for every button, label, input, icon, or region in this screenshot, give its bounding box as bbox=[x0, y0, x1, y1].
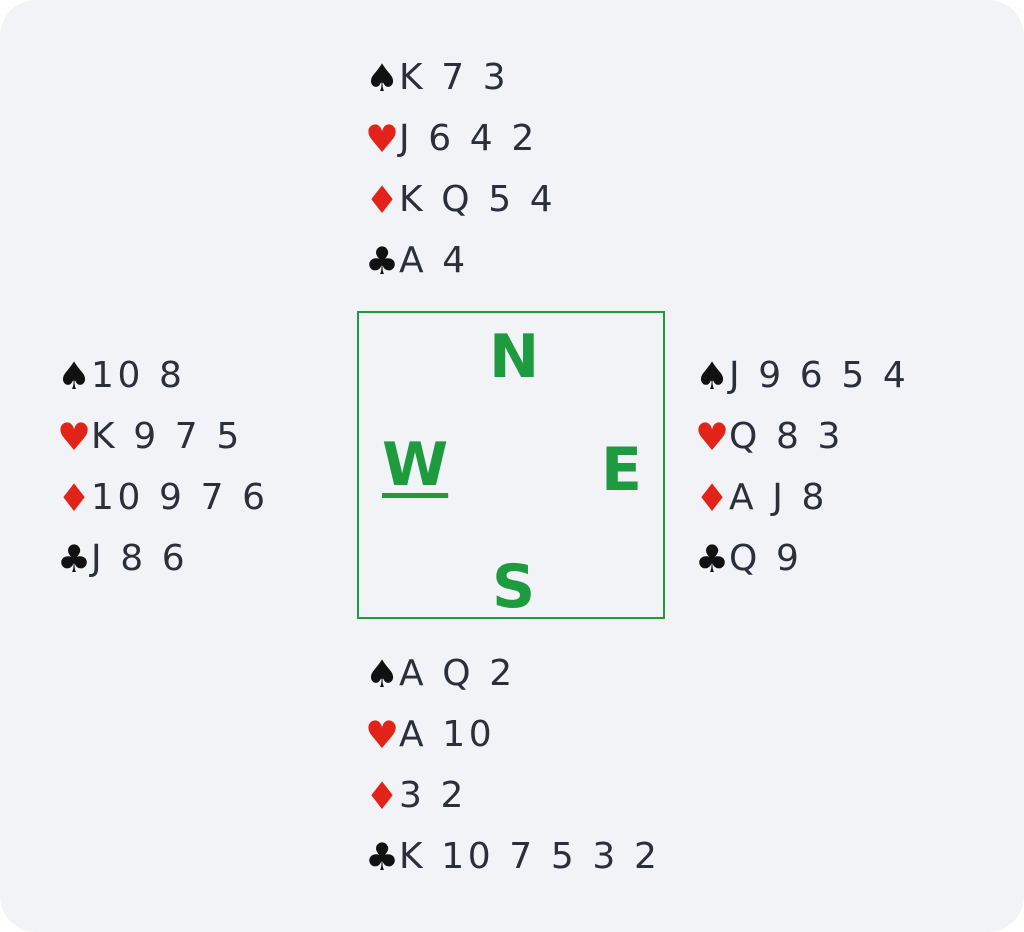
north-spades-cards: K 7 3 bbox=[399, 57, 510, 98]
diamond-icon: ♦ bbox=[57, 476, 92, 520]
south-diamonds-cards: 3 2 bbox=[399, 775, 468, 816]
spade-icon: ♠ bbox=[57, 354, 92, 398]
north-clubs-cards: A 4 bbox=[399, 240, 469, 281]
west-spades-row: ♠ 10 8 bbox=[57, 350, 186, 402]
west-clubs-cards: J 8 6 bbox=[91, 538, 189, 579]
spade-icon: ♠ bbox=[365, 56, 400, 100]
heart-icon: ♥ bbox=[695, 415, 730, 459]
west-hearts-row: ♥ K 9 7 5 bbox=[57, 411, 243, 463]
diamond-icon: ♦ bbox=[695, 476, 730, 520]
north-hearts-cards: J 6 4 2 bbox=[399, 118, 538, 159]
club-icon: ♣ bbox=[365, 835, 400, 879]
south-clubs-cards: K 10 7 5 3 2 bbox=[399, 836, 661, 877]
heart-icon: ♥ bbox=[365, 713, 400, 757]
east-clubs-row: ♣ Q 9 bbox=[695, 533, 802, 585]
compass-east: E bbox=[601, 435, 642, 505]
east-hearts-row: ♥ Q 8 3 bbox=[695, 411, 844, 463]
compass-north: N bbox=[489, 322, 540, 392]
south-spades-cards: A Q 2 bbox=[399, 653, 516, 694]
club-icon: ♣ bbox=[695, 537, 730, 581]
west-hearts-cards: K 9 7 5 bbox=[91, 416, 243, 457]
west-spades-cards: 10 8 bbox=[91, 355, 186, 396]
east-diamonds-row: ♦ A J 8 bbox=[695, 472, 828, 524]
compass-south: S bbox=[492, 552, 536, 622]
north-spades-row: ♠ K 7 3 bbox=[365, 52, 509, 104]
south-clubs-row: ♣ K 10 7 5 3 2 bbox=[365, 831, 660, 883]
north-hearts-row: ♥ J 6 4 2 bbox=[365, 113, 538, 165]
club-icon: ♣ bbox=[365, 239, 400, 283]
south-hearts-cards: A 10 bbox=[399, 714, 496, 755]
south-spades-row: ♠ A Q 2 bbox=[365, 648, 516, 700]
south-diamonds-row: ♦ 3 2 bbox=[365, 770, 467, 822]
north-diamonds-cards: K Q 5 4 bbox=[399, 179, 557, 220]
diamond-icon: ♦ bbox=[365, 774, 400, 818]
spade-icon: ♠ bbox=[365, 652, 400, 696]
north-clubs-row: ♣ A 4 bbox=[365, 235, 469, 287]
heart-icon: ♥ bbox=[365, 117, 400, 161]
compass-box: N W E S bbox=[357, 311, 665, 619]
south-hearts-row: ♥ A 10 bbox=[365, 709, 495, 761]
east-spades-row: ♠ J 9 6 5 4 bbox=[695, 350, 909, 402]
east-spades-cards: J 9 6 5 4 bbox=[729, 355, 910, 396]
spade-icon: ♠ bbox=[695, 354, 730, 398]
east-diamonds-cards: A J 8 bbox=[729, 477, 829, 518]
heart-icon: ♥ bbox=[57, 415, 92, 459]
club-icon: ♣ bbox=[57, 537, 92, 581]
west-clubs-row: ♣ J 8 6 bbox=[57, 533, 188, 585]
diamond-icon: ♦ bbox=[365, 178, 400, 222]
east-hearts-cards: Q 8 3 bbox=[729, 416, 845, 457]
east-clubs-cards: Q 9 bbox=[729, 538, 803, 579]
west-diamonds-cards: 10 9 7 6 bbox=[91, 477, 269, 518]
west-diamonds-row: ♦ 10 9 7 6 bbox=[57, 472, 269, 524]
north-diamonds-row: ♦ K Q 5 4 bbox=[365, 174, 556, 226]
compass-west-dealer: W bbox=[382, 430, 449, 500]
